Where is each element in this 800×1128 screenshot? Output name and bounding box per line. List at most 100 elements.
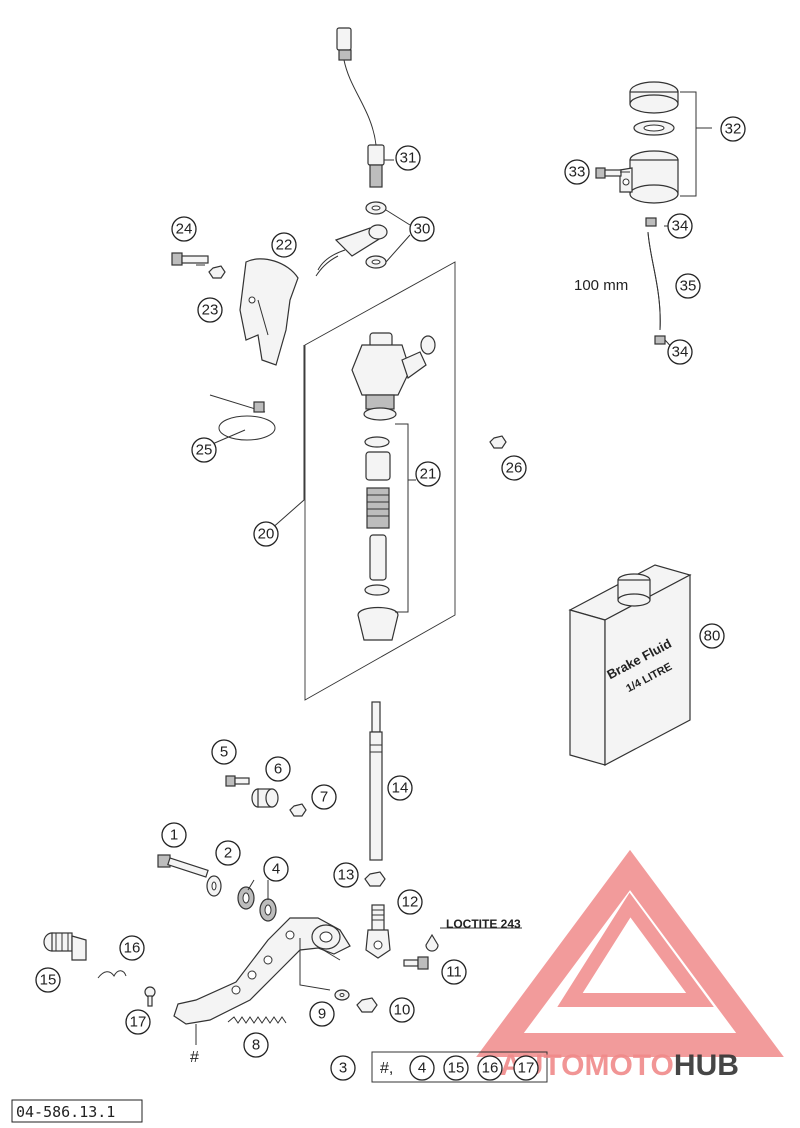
banjo-washers [315, 201, 388, 277]
tip-pin [144, 986, 156, 1007]
callout-5-3-label: 5 [220, 744, 228, 761]
callout-14-12: 14 [387, 775, 413, 801]
return-spring [227, 1016, 287, 1024]
callout-23-19-label: 23 [202, 302, 219, 319]
kit-item-15-label: 15 [448, 1060, 465, 1077]
cover-nut [208, 265, 226, 279]
master-cylinder-cover [239, 258, 299, 366]
callout-34-27: 34 [667, 213, 693, 239]
callout-17-15: 17 [125, 1009, 151, 1035]
hose-length-label: 100 mm [574, 277, 628, 294]
callout-2-1-label: 2 [224, 845, 232, 862]
callout-15-13-label: 15 [40, 972, 57, 989]
nut-26 [489, 435, 507, 449]
callout-80-30: 80 [699, 623, 725, 649]
callout-20-16: 20 [253, 521, 279, 547]
reservoir-hose [645, 217, 666, 345]
callout-13-11: 13 [333, 862, 359, 888]
callout-31-24: 31 [395, 145, 421, 171]
callout-24-20: 24 [171, 216, 197, 242]
callout-34-28: 34 [667, 339, 693, 365]
callout-6-4: 6 [265, 756, 291, 782]
callout-9-7-label: 9 [318, 1006, 326, 1023]
reservoir-screw [595, 167, 622, 179]
callout-1-0: 1 [161, 822, 187, 848]
callout-32-25-label: 32 [725, 121, 742, 138]
bearing-4a [237, 886, 255, 910]
callout-21-17-label: 21 [420, 466, 437, 483]
kit-item-4: 4 [409, 1055, 435, 1081]
washer-2 [206, 875, 222, 897]
callout-10-8-label: 10 [394, 1002, 411, 1019]
callout-12-10: 12 [397, 889, 423, 915]
callout-30-23-label: 30 [414, 221, 431, 238]
watermark-logo [476, 849, 784, 1057]
document-number-box [11, 1099, 143, 1123]
callout-25-21-label: 25 [196, 442, 213, 459]
callout-11-9-label: 11 [446, 964, 462, 981]
piston-kit [357, 423, 416, 641]
callout-34-28-label: 34 [672, 344, 689, 361]
nut-7 [289, 803, 307, 817]
callout-22-18-label: 22 [276, 237, 293, 254]
callout-12-10-label: 12 [402, 894, 419, 911]
washer-9 [334, 989, 350, 1001]
callout-14-12-label: 14 [392, 780, 409, 797]
callout-2-1: 2 [215, 840, 241, 866]
callout-6-4-label: 6 [274, 761, 282, 778]
callout-31-24-label: 31 [400, 150, 417, 167]
callout-22-18: 22 [271, 232, 297, 258]
callout-8-6-label: 8 [252, 1037, 260, 1054]
callout-24-20-label: 24 [176, 221, 193, 238]
callout-26-22: 26 [501, 455, 527, 481]
watermark-text: AUTOMOTOHUB [500, 1049, 739, 1082]
callout-34-27-label: 34 [672, 218, 689, 235]
kit-item-17: 17 [513, 1055, 539, 1081]
brake-light-switch [336, 27, 385, 188]
callout-21-17: 21 [415, 461, 441, 487]
nut-10 [356, 997, 378, 1013]
callout-17-15-label: 17 [130, 1014, 147, 1031]
callout-7-5-label: 7 [320, 789, 328, 806]
bearing-4b [259, 898, 277, 922]
kit-item-4-label: 4 [418, 1060, 426, 1077]
callout-9-7: 9 [309, 1001, 335, 1027]
callout-23-19: 23 [197, 297, 223, 323]
kit-item-17-label: 17 [518, 1060, 535, 1077]
tip-spring [97, 970, 127, 979]
kit-item-15: 15 [443, 1055, 469, 1081]
master-cylinder-body [351, 332, 436, 421]
callout-32-25: 32 [720, 116, 746, 142]
push-rod [369, 701, 383, 861]
kit-item-16: 16 [477, 1055, 503, 1081]
screw-11 [403, 956, 429, 970]
callout-80-30-label: 80 [704, 628, 721, 645]
cable-tie [209, 394, 276, 441]
callout-33-26-label: 33 [569, 164, 586, 181]
callout-25-21: 25 [191, 437, 217, 463]
callout-10-8: 10 [389, 997, 415, 1023]
callout-kit-label: 3 [339, 1060, 347, 1077]
callout-16-14: 16 [119, 935, 145, 961]
nut-13 [364, 871, 386, 887]
pivot-bolt [157, 854, 209, 878]
master-cylinder-frame [304, 261, 456, 701]
pedal-tip [43, 932, 87, 961]
brake-fluid-bottle: Brake Fluid 1/4 LITRE [568, 564, 692, 766]
brake-pedal [173, 917, 351, 1025]
kit-line-prefix: #, [380, 1060, 393, 1077]
callout-26-22-label: 26 [506, 460, 523, 477]
callout-4-2: 4 [263, 856, 289, 882]
reservoir [619, 81, 712, 204]
callout-7-5: 7 [311, 784, 337, 810]
callout-20-16-label: 20 [258, 526, 275, 543]
loctite-drop [425, 933, 439, 952]
callout-13-11-label: 13 [338, 867, 355, 884]
callout-33-26: 33 [564, 159, 590, 185]
screw-5 [225, 775, 250, 787]
document-number: 04-586.13.1 [16, 1103, 115, 1121]
callout-5-3: 5 [211, 739, 237, 765]
callout-1-0-label: 1 [170, 827, 178, 844]
